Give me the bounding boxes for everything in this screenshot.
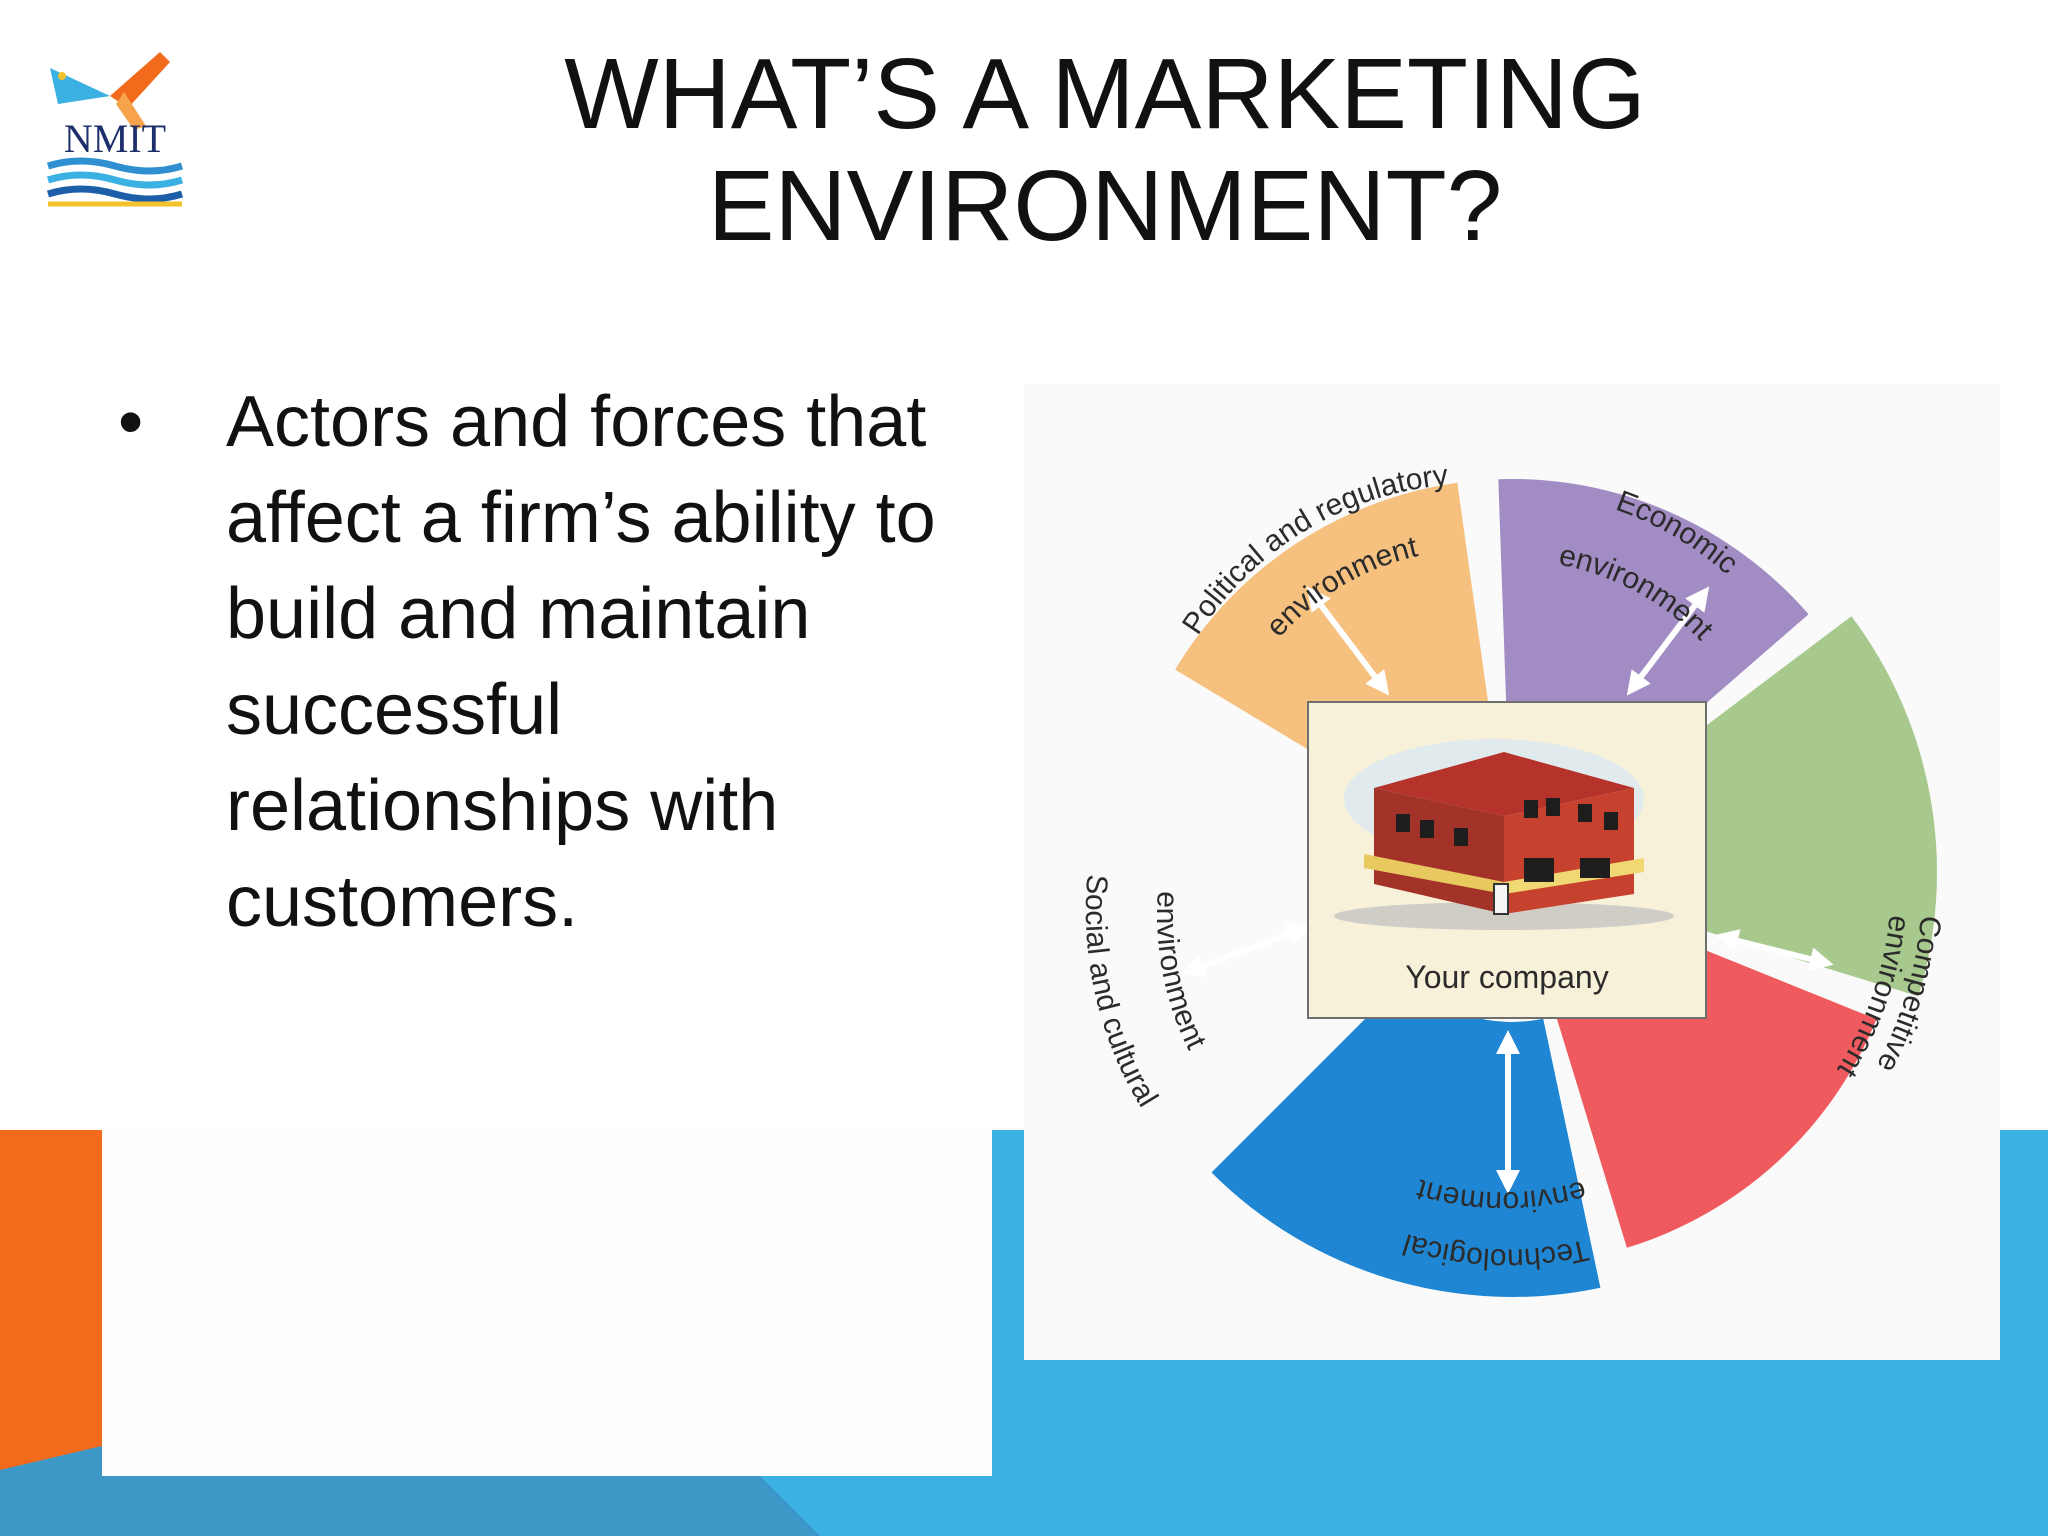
diagram-arrows [1180, 586, 1834, 1194]
white-panel [102, 1130, 992, 1476]
center-company-box: Your company [1307, 701, 1707, 1019]
arrow-competitive [1714, 929, 1834, 971]
bullet-text: Actors and forces that affect a firm’s a… [226, 382, 936, 942]
arrow-political [1306, 586, 1390, 696]
blue-dark-wedge [0, 1446, 820, 1536]
label-social-line2: environment [1150, 891, 1213, 1055]
nmit-logo: NMIT [46, 52, 184, 207]
arrow-economic [1626, 586, 1710, 696]
logo-text: NMIT [64, 116, 166, 161]
logo-wave-icon [46, 157, 184, 175]
center-label: Your company [1405, 959, 1608, 995]
logo-star-icon [58, 72, 66, 80]
building-icon [1364, 752, 1644, 915]
page-title: WHAT’S A MARKETING ENVIRONMENT? [564, 38, 1646, 262]
segment-competitive [1631, 616, 1937, 997]
arrow-social [1180, 922, 1312, 978]
bullet-icon: • [118, 382, 144, 462]
marketing-environment-diagram: Political and regulatory environment Eco… [1079, 459, 1947, 1297]
